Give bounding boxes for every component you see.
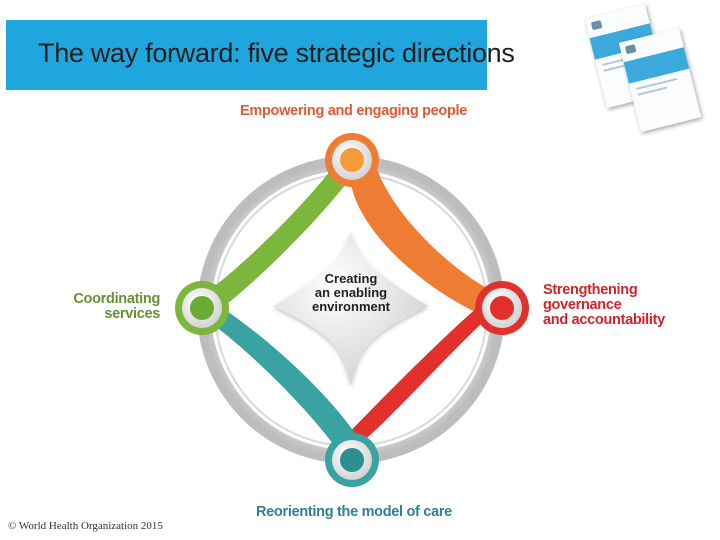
label-top-line-1: Empowering and engaging people [240,103,468,119]
petal-bottom-left [204,296,372,468]
page-title: The way forward: five strategic directio… [38,38,515,68]
node-right [475,281,529,335]
node-right-dot [490,296,514,320]
label-bottom-line-1: Reorienting the model of care [256,504,452,520]
copyright-notice: © World Health Organization 2015 [8,520,163,532]
label-right-line-2: governance [543,297,622,313]
center-line-3: environment [311,299,390,314]
center-label: Creating an enabling environment [296,272,406,314]
label-left-line-1: Coordinating [73,291,160,307]
node-left [175,281,229,335]
label-left-line-2: services [104,306,160,322]
node-top-dot [340,148,364,172]
center-line-2: an enabling [314,285,388,300]
title-banner: The way forward: five strategic directio… [6,20,515,90]
label-right: Strengthening governance and accountabil… [543,283,665,328]
node-bottom [325,433,379,487]
label-bottom: Reorienting the model of care [256,505,452,520]
node-top [325,133,379,187]
center-pad [274,232,428,386]
petal-top-right [350,150,494,320]
label-left: Coordinating services [70,292,160,322]
label-right-line-1: Strengthening [543,282,638,298]
center-line-1: Creating [324,271,378,286]
label-top: Empowering and engaging people [240,104,467,119]
node-left-dot [190,296,214,320]
petal-left-top [196,158,364,318]
node-bottom-dot [340,448,364,472]
petal-right-bottom [340,300,508,442]
label-right-line-3: and accountability [543,312,665,328]
